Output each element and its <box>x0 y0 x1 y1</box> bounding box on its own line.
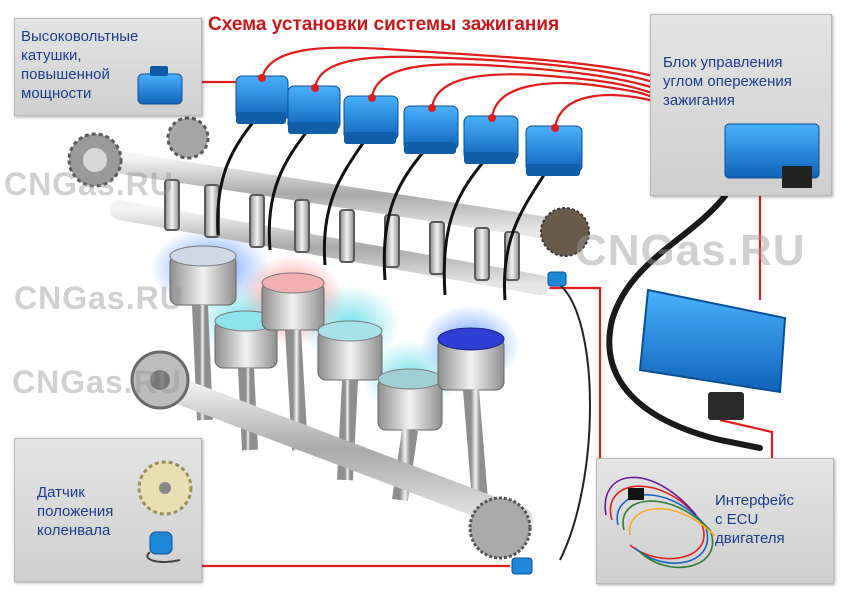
coils-label-line-4: мощности <box>21 85 92 102</box>
coils-callout: Высоковольтные катушки, повышенной мощно… <box>14 18 202 116</box>
crank-sensor-label: Датчик положения коленвала <box>37 483 113 540</box>
crank-sensor-on-engine <box>511 271 567 575</box>
crank-sensor-label-line-2: положения <box>37 503 114 520</box>
ecu-block-label-line-3: зажигания <box>663 92 735 109</box>
coil-2 <box>287 84 341 134</box>
ecu-block-label: Блок управления углом опережения зажиган… <box>663 53 792 110</box>
coil-5 <box>463 114 519 164</box>
ignition-control-block <box>638 288 787 420</box>
interface-label-line-1: Интерфейс <box>715 492 795 509</box>
crankshaft <box>130 304 533 560</box>
watermark-low-left: CNGas.RU <box>12 364 182 400</box>
coils-label: Высоковольтные катушки, повышенной мощно… <box>21 27 138 103</box>
ignition-coils <box>235 74 583 176</box>
piston-1 <box>169 245 237 306</box>
coil-3 <box>343 94 399 144</box>
diagram-title: Схема установки системы зажигания <box>208 14 560 35</box>
piston-3 <box>261 272 325 331</box>
watermark-right: CNGas.RU <box>575 226 806 275</box>
interface-label: Интерфейс с ECU двигателя <box>715 491 794 548</box>
camshaft <box>67 116 590 295</box>
coil-wires <box>200 46 774 568</box>
crank-sensor-label-line-3: коленвала <box>37 522 111 539</box>
piston-5 <box>377 368 443 431</box>
piston-6 <box>437 327 505 391</box>
crank-sensor-label-line-1: Датчик <box>37 484 85 501</box>
crank-sensor-callout: Датчик положения коленвала <box>14 438 202 582</box>
interface-label-line-3: двигателя <box>715 530 785 547</box>
coil-1 <box>235 74 289 124</box>
coil-4 <box>403 104 459 154</box>
ecu-block-callout: Блок управления углом опережения зажиган… <box>650 14 832 196</box>
plug-leads <box>216 119 550 301</box>
valve-springs <box>164 179 520 281</box>
piston-4 <box>317 320 383 381</box>
coils-label-line-2: катушки, <box>21 47 82 64</box>
coil-6 <box>525 124 583 176</box>
interface-label-line-2: с ECU <box>715 511 759 528</box>
coils-label-line-3: повышенной <box>21 66 110 83</box>
watermark-mid-left: CNGas.RU <box>14 280 184 316</box>
harness-cable <box>606 193 763 451</box>
watermark-top-left: CNGas.RU <box>4 166 174 202</box>
sensor-wire <box>559 284 591 561</box>
ecu-block-label-line-2: углом опережения <box>663 73 792 90</box>
interface-callout: Интерфейс с ECU двигателя <box>596 458 834 584</box>
pistons <box>169 245 505 431</box>
coils-label-line-1: Высоковольтные <box>21 28 139 45</box>
ecu-block-label-line-1: Блок управления <box>663 54 783 71</box>
